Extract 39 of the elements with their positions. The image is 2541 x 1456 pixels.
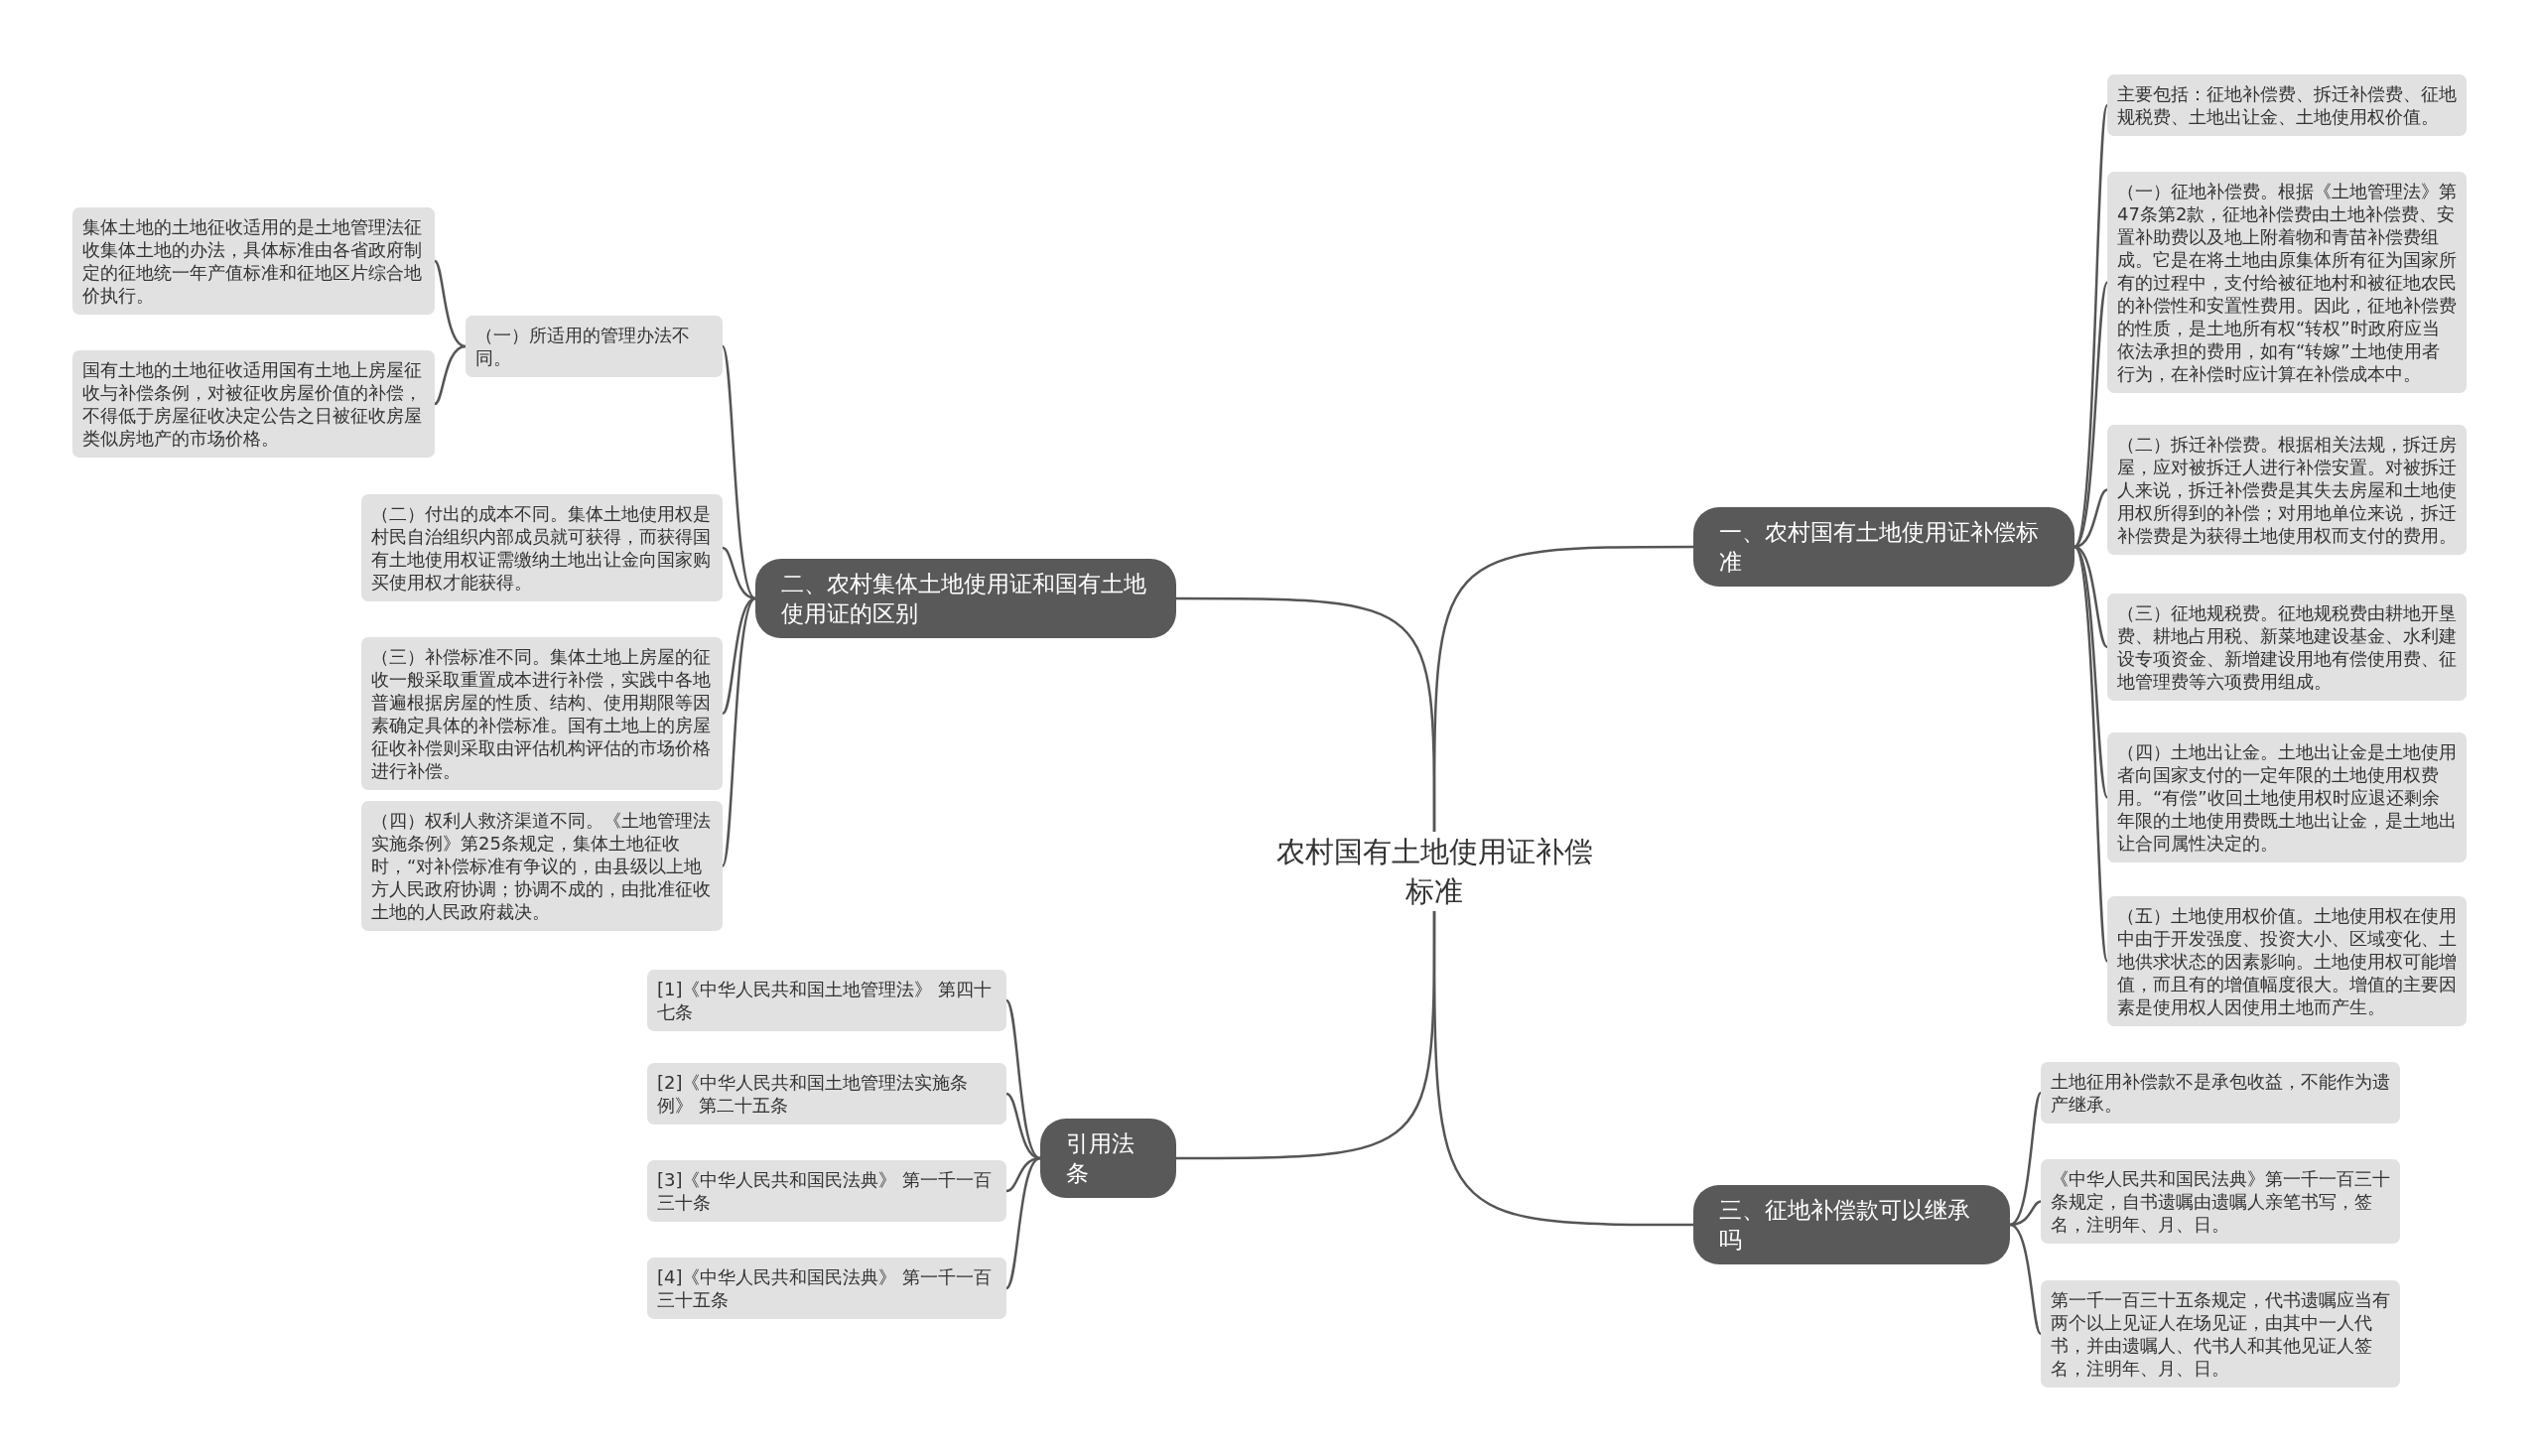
note-box: （三）征地规税费。征地规税费由耕地开垦费、耕地占用税、新菜地建设基金、水利建设专项资金、新增建设用地有偿使用费、征地管理费等六项费用组成。 <box>2107 594 2467 701</box>
branch-topic: 一、农村国有土地使用证补偿标准 <box>1693 507 2074 587</box>
note-box: （三）补偿标准不同。集体土地上房屋的征收一般采取重置成本进行补偿，实践中各地普遍根据房屋的性质、结构、使用期限等因素确定具体的补偿标准。国有土地上的房屋征收补偿则采取由评估机构评估的市场价格进行补偿。 <box>361 637 723 790</box>
note-box: 国有土地的土地征收适用国有土地上房屋征收与补偿条例，对被征收房屋价值的补偿，不得低于房屋征收决定公告之日被征收房屋类似房地产的市场价格。 <box>72 350 435 458</box>
note-box: 第一千一百三十五条规定，代书遗嘱应当有两个以上见证人在场见证，由其中一人代书，并由遗嘱人、代书人和其他见证人签名，注明年、月、日。 <box>2041 1280 2400 1388</box>
connector-line <box>2073 104 2109 548</box>
connector-line <box>722 546 756 600</box>
note-box: （二）付出的成本不同。集体土地使用权是村民自治组织内部成员就可获得，而获得国有土地使用权证需缴纳土地出让金向国家购买使用权才能获得。 <box>361 494 723 601</box>
note-box: （四）土地出让金。土地出让金是土地使用者向国家支付的一定年限的土地使用权费用。“有偿”收回土地使用权时应退还剩余年限的土地使用费既土地出让金，是土地出让合同属性决定的。 <box>2107 732 2467 862</box>
note-box: [3]《中华人民共和国民法典》 第一千一百三十条 <box>647 1160 1006 1222</box>
branch-topic: 二、农村集体土地使用证和国有土地使用证的区别 <box>755 559 1176 638</box>
connector-line <box>721 345 756 599</box>
branch-topic: 引用法条 <box>1040 1119 1176 1198</box>
connector-line <box>722 596 756 715</box>
connector-line <box>2073 281 2109 548</box>
note-box: （一）所适用的管理办法不同。 <box>466 316 723 377</box>
branch-topic: 三、征地补偿款可以继承吗 <box>1693 1185 2010 1264</box>
note-box: （二）拆迁补偿费。根据相关法规，拆迁房屋，应对被拆迁人进行补偿安置。对被拆迁人来说，拆迁补偿费是其失去房屋和土地使用权所得到的补偿；对用地单位来说，拆迁补偿费是为获得土地使用权而支付的费用。 <box>2107 425 2467 555</box>
connector-line <box>1005 1092 1041 1160</box>
note-box: （一）征地补偿费。根据《土地管理法》第47条第2款，征地补偿费由土地补偿费、安置补助费以及地上附着物和青苗补偿费组成。它是在将土地由原集体所有征为国家所有的过程中，支付给被征地村和被征地农民的补偿性和安置性费用。因此，征地补偿费的性质，是土地所有权“转权”时政府应当依法承担的费用，如有“转嫁”土地使用者行为，在补偿时应计算在补偿成本中。 <box>2107 172 2467 393</box>
note-box: [4]《中华人民共和国民法典》 第一千一百三十五条 <box>647 1257 1006 1319</box>
note-box: 《中华人民共和国民法典》第一千一百三十条规定，自书遗嘱由遗嘱人亲笔书写，签名，注明年、月、日。 <box>2041 1159 2400 1244</box>
note-box: 集体土地的土地征收适用的是土地管理法征收集体土地的办法，具体标准由各省政府制定的征地统一年产值标准和征地区片综合地价执行。 <box>72 207 435 315</box>
connector-line <box>1432 911 1693 1227</box>
note-box: 主要包括：征地补偿费、拆迁补偿费、征地规税费、土地出让金、土地使用权价值。 <box>2107 74 2467 136</box>
connector-line <box>1176 596 1436 832</box>
central-topic: 农村国有土地使用证补偿标准 <box>1266 832 1603 911</box>
connector-line <box>434 344 467 406</box>
connector-line <box>721 597 756 867</box>
connector-line <box>2073 546 2109 962</box>
note-box: [2]《中华人民共和国土地管理法实施条例》 第二十五条 <box>647 1063 1006 1125</box>
connector-line <box>2009 1223 2042 1335</box>
note-box: [1]《中华人民共和国土地管理法》 第四十七条 <box>647 970 1006 1031</box>
note-box: （四）权利人救济渠道不同。《土地管理法实施条例》第25条规定，集体土地征收时，“对补偿标准有争议的，由县级以上地方人民政府协调；协调不成的，由批准征收土地的人民政府裁决。 <box>361 801 723 931</box>
note-box: 土地征用补偿款不是承包收益，不能作为遗产继承。 <box>2041 1062 2400 1124</box>
note-box: （五）土地使用权价值。土地使用权在使用中由于开发强度、投资大小、区域变化、土地供求状态的因素影响。土地使用权可能增值，而且有的增值幅度很大。增值的主要因素是使用权人因使用土地而产生。 <box>2107 896 2467 1026</box>
connector-line <box>434 260 467 348</box>
connector-line <box>1005 1156 1041 1289</box>
connector-line <box>2009 1092 2042 1227</box>
